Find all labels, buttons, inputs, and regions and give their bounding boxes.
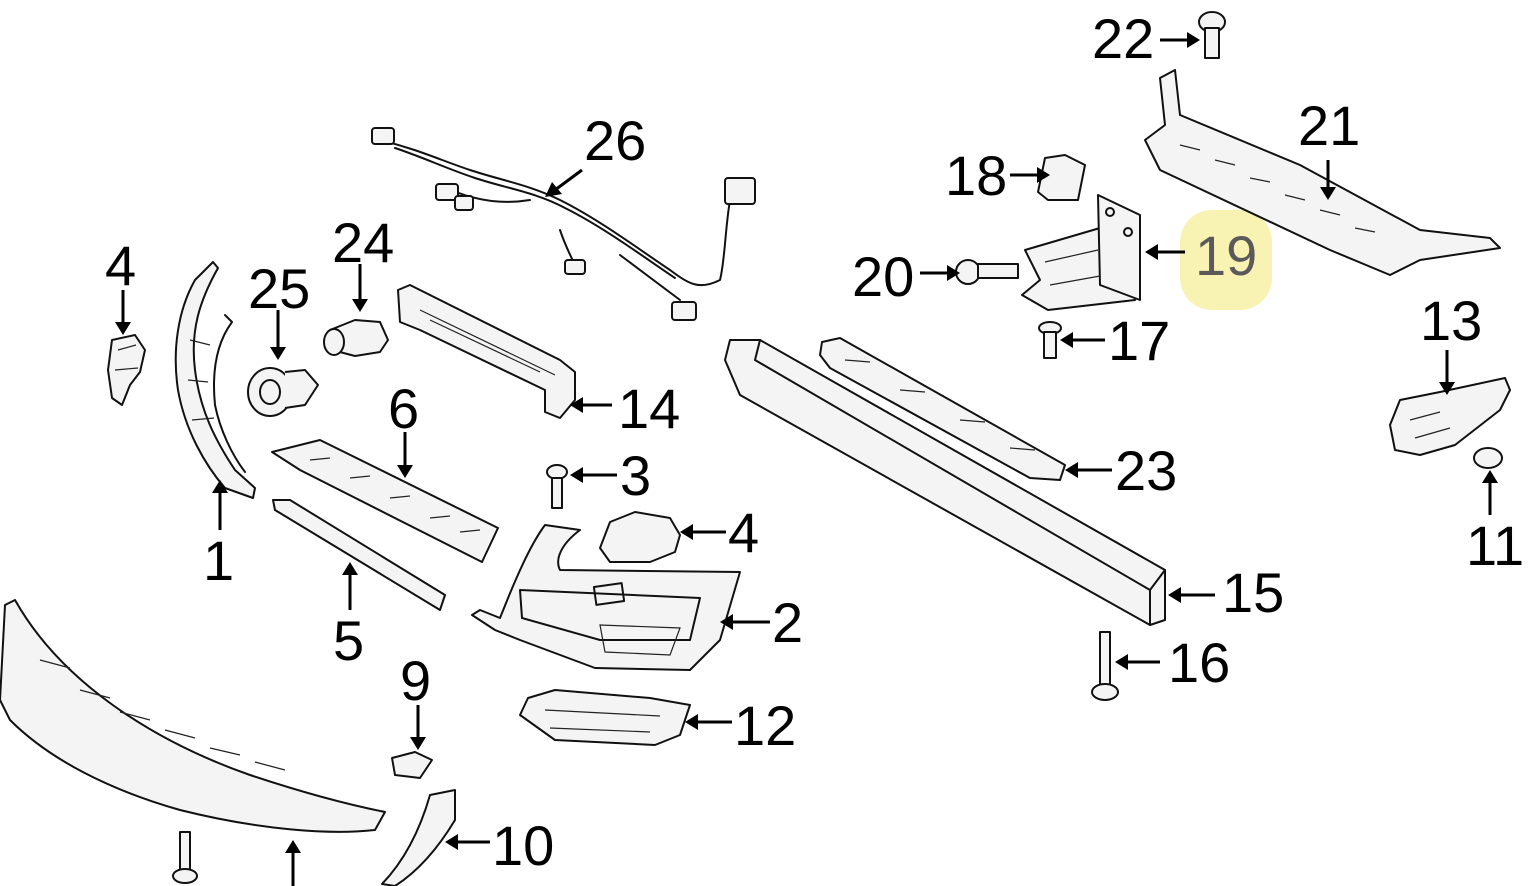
part-mount-bracket-upper	[397, 284, 576, 419]
callout-22: 22	[1092, 7, 1154, 70]
callout-19: 19	[1195, 224, 1257, 287]
callout-14: 14	[618, 377, 680, 440]
callout-25: 25	[248, 257, 310, 320]
callout-13: 11	[1466, 514, 1524, 577]
part-trim-strip-left	[174, 261, 256, 499]
part-bolt-16	[1091, 631, 1119, 701]
callout-12: 13	[1420, 289, 1482, 352]
callout-6: 6	[388, 377, 419, 440]
callout-labels: 4 1 25 24 6 5 14 3 4 2 12 9 10 26 18 20 …	[105, 7, 1524, 877]
callout-21: 21	[1298, 94, 1360, 157]
callout-10: 10	[492, 814, 554, 877]
part-upper-panel	[1144, 69, 1501, 276]
part-clip-18	[1037, 154, 1086, 201]
part-side-trim	[471, 524, 741, 671]
callout-9: 9	[400, 649, 431, 712]
part-fog-bezel	[519, 689, 691, 746]
part-grille	[271, 439, 499, 563]
callout-18: 18	[945, 144, 1007, 207]
part-energy-absorber	[819, 337, 1066, 481]
callout-26: 26	[584, 109, 646, 172]
part-bracket-left	[107, 334, 146, 406]
part-clip-9	[391, 751, 433, 779]
leader-lines	[115, 32, 1498, 886]
part-bolt-20	[955, 259, 1019, 285]
part-bolt-17	[1038, 321, 1062, 359]
part-bracket-right	[599, 511, 681, 563]
callout-4-right: 4	[728, 501, 759, 564]
part-bracket-12	[1389, 377, 1511, 456]
part-side-piece	[381, 789, 456, 886]
part-bumper-cover	[0, 599, 386, 833]
part-bumper-beam	[724, 339, 1166, 626]
part-bolt-3	[546, 464, 568, 509]
part-clip-13	[1473, 447, 1503, 469]
part-mounting-bracket-19	[1021, 194, 1141, 311]
callout-1: 1	[203, 529, 234, 592]
callout-20: 20	[852, 245, 914, 308]
highlight-19	[1180, 210, 1272, 310]
part-parking-sensor	[323, 319, 389, 357]
callout-5: 5	[333, 609, 364, 672]
callout-2: 2	[772, 591, 803, 654]
callout-15: 15	[1222, 561, 1284, 624]
callout-24: 24	[332, 211, 394, 274]
callout-3: 3	[620, 444, 651, 507]
part-clip-22	[1198, 11, 1226, 59]
callout-11: 12	[734, 694, 796, 757]
part-wiring-harness	[371, 127, 756, 321]
part-lower-strip	[272, 499, 446, 611]
callout-4-left: 4	[105, 234, 136, 297]
part-sensor-housing	[247, 367, 319, 417]
callout-23: 23	[1115, 439, 1177, 502]
callout-16: 16	[1168, 631, 1230, 694]
callout-17: 17	[1108, 309, 1170, 372]
part-bolt-bottom	[172, 831, 198, 884]
